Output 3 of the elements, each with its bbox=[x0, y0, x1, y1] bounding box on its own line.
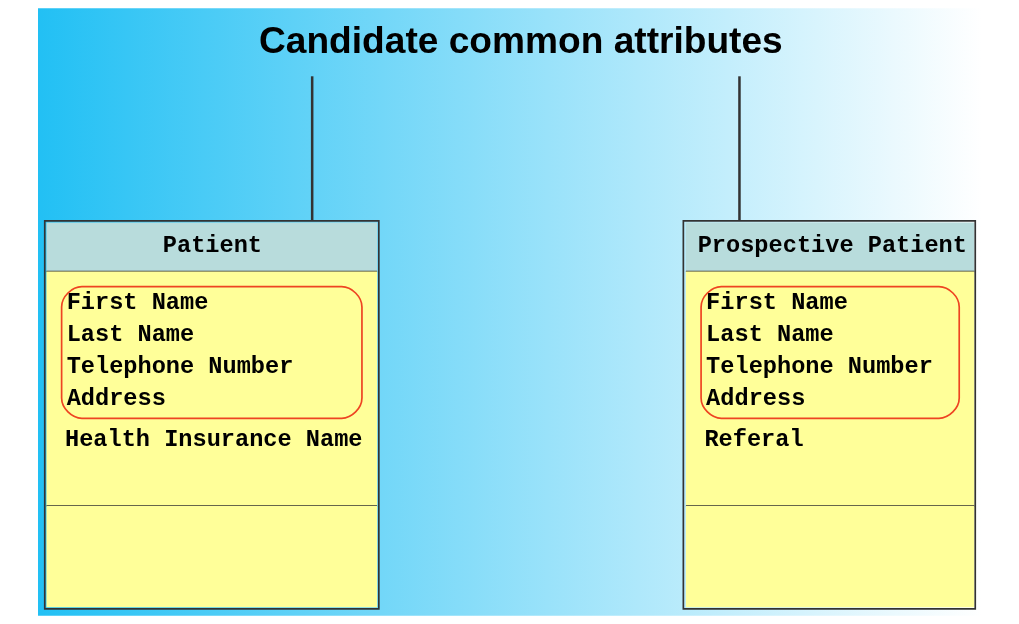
connector bbox=[310, 76, 313, 221]
connector bbox=[737, 76, 741, 221]
node-text: Candidate common attributes bbox=[258, 19, 783, 62]
